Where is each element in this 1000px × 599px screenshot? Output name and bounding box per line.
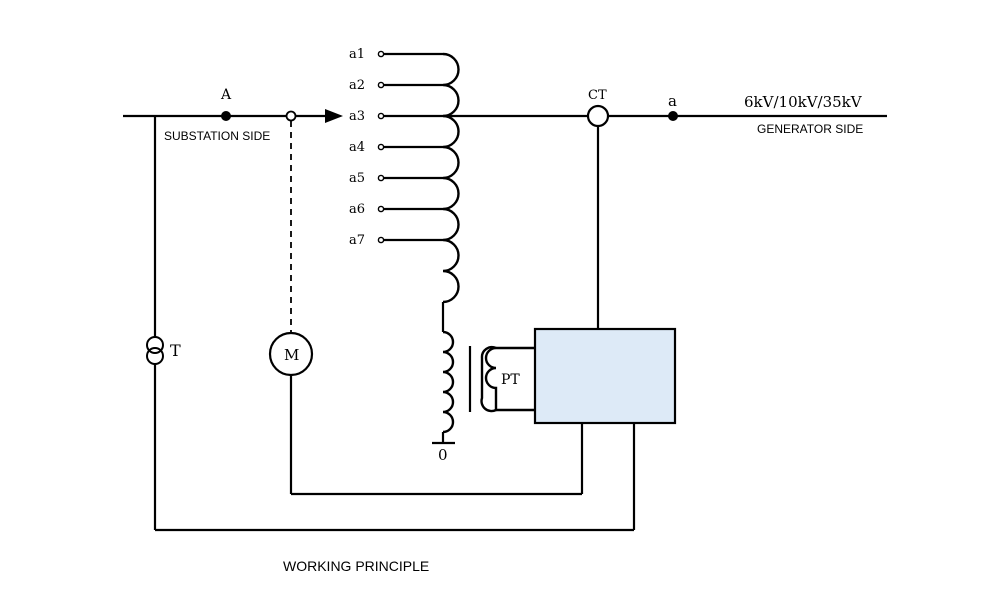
node-a-dot: [668, 111, 678, 121]
lower-winding-coil: [442, 330, 455, 434]
label-voltage: 6kV/10kV/35kV: [744, 93, 863, 111]
label-T: T: [170, 341, 181, 360]
label-ground-0: 0: [438, 446, 448, 464]
pt-coil-inner: [480, 346, 497, 413]
tap-label-a3: a3: [349, 109, 365, 124]
label-A: A: [220, 87, 232, 103]
pt-coil: [484, 346, 535, 412]
label-generator-side: GENERATOR SIDE: [757, 122, 863, 136]
tap-stubs: [377, 50, 443, 244]
tap-label-a6: a6: [349, 202, 365, 217]
label-M: M: [284, 346, 299, 364]
label-PT: PT: [501, 372, 520, 388]
ct-ring: [586, 104, 610, 128]
tap-label-a4: a4: [349, 140, 365, 155]
switch-contact: [285, 110, 297, 122]
label-CT: CT: [588, 88, 607, 103]
controller-box: [533, 327, 677, 425]
caption: WORKING PRINCIPLE: [283, 558, 429, 574]
tap-selector-arrow: [325, 109, 343, 123]
node-A-dot: [221, 111, 231, 121]
label-substation-side: SUBSTATION SIDE: [164, 129, 270, 143]
tap-label-a2: a2: [349, 78, 365, 93]
label-a: a: [668, 92, 677, 110]
tap-label-a7: a7: [349, 233, 365, 248]
tapped-winding-coil: [442, 52, 460, 304]
tap-label-a1: a1: [349, 47, 365, 62]
tap-label-a5: a5: [349, 171, 365, 186]
